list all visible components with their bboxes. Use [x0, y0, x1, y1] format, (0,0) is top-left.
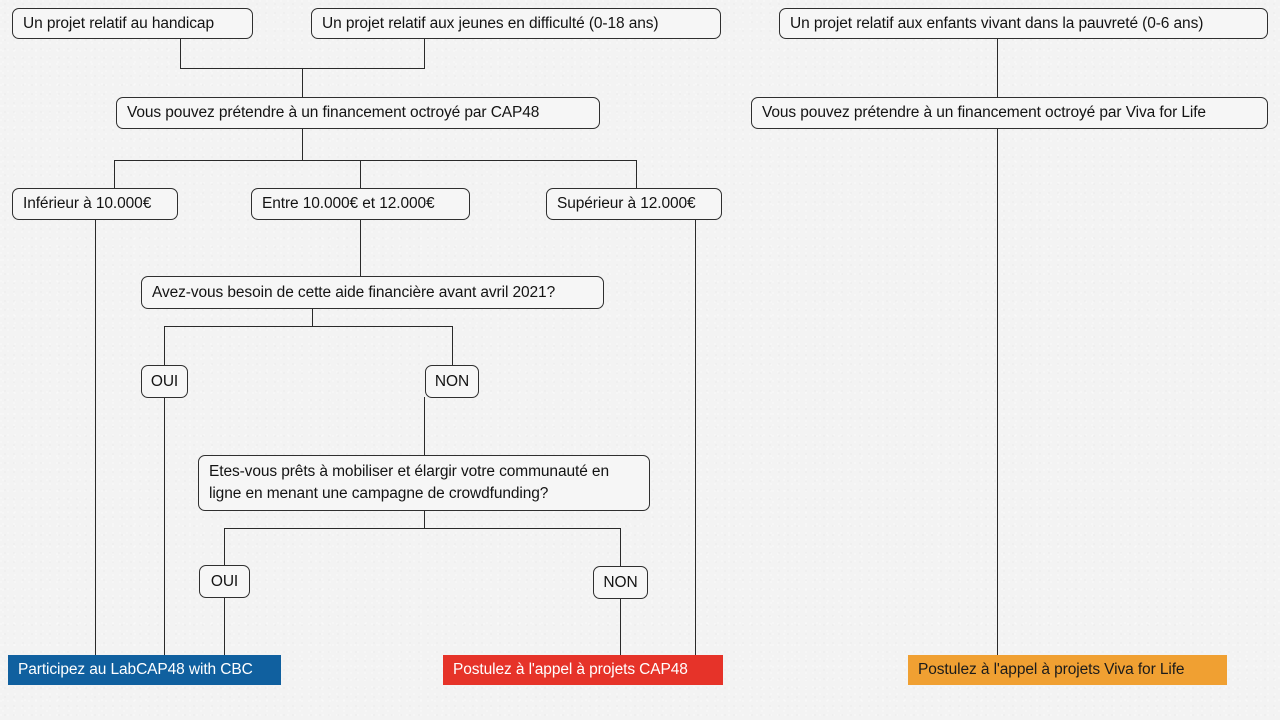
connector-merge-to-cap48 [302, 68, 303, 98]
node-label: Avez-vous besoin de cette aide financièr… [152, 283, 556, 301]
node-question-delai[interactable]: Avez-vous besoin de cette aide financièr… [141, 276, 604, 309]
node-question-crowdfunding[interactable]: Etes-vous prêts à mobiliser et élargir v… [198, 455, 650, 511]
node-label: Un projet relatif aux enfants vivant dan… [790, 14, 1204, 32]
result-label: Postulez à l'appel à projets CAP48 [453, 661, 688, 678]
node-financement-viva[interactable]: Vous pouvez prétendre à un financement o… [751, 97, 1268, 129]
node-label: OUI [150, 372, 179, 390]
node-montant-superieur[interactable]: Supérieur à 12.000€ [546, 188, 722, 220]
node-label: Vous pouvez prétendre à un financement o… [127, 104, 540, 122]
connector-question-delai-down [312, 308, 313, 326]
node-montant-inferieur[interactable]: Inférieur à 10.000€ [12, 188, 178, 220]
node-label: Vous pouvez prétendre à un financement o… [762, 104, 1206, 122]
connector-to-superieur [636, 160, 637, 188]
node-label: Supérieur à 12.000€ [557, 195, 696, 213]
node-label: Etes-vous prêts à mobiliser et élargir v… [209, 462, 609, 502]
connector-handicap-down [180, 38, 181, 68]
result-appel-cap48[interactable]: Postulez à l'appel à projets CAP48 [443, 655, 723, 685]
result-appel-viva[interactable]: Postulez à l'appel à projets Viva for Li… [908, 655, 1227, 685]
connector-crowdfunding-to-oui [224, 528, 225, 565]
connector-viva-to-appel-viva [997, 128, 998, 655]
connector-to-entre [360, 160, 361, 188]
result-label: Participez au LabCAP48 with CBC [18, 661, 253, 678]
node-label: NON [434, 372, 470, 390]
connector-inferieur-to-lab [95, 219, 96, 655]
node-start-jeunes[interactable]: Un projet relatif aux jeunes en difficul… [311, 8, 721, 39]
connector-jeunes-down [424, 38, 425, 68]
node-label: Inférieur à 10.000€ [23, 195, 152, 213]
node-start-handicap[interactable]: Un projet relatif au handicap [12, 8, 253, 39]
connector-superieur-to-appel-cap48 [695, 219, 696, 655]
connector-delai-to-non [452, 326, 453, 365]
connector-delai-non-to-crowdfunding [424, 397, 425, 455]
connector-pauvrete-to-viva [997, 38, 998, 97]
connector-crowdfunding-to-non [620, 528, 621, 566]
connector-delai-oui-to-lab [164, 397, 165, 655]
connector-crowdfunding-down [424, 510, 425, 528]
node-label: Un projet relatif au handicap [23, 14, 214, 32]
connector-crowdfunding-oui-to-lab [224, 597, 225, 655]
node-financement-cap48[interactable]: Vous pouvez prétendre à un financement o… [116, 97, 600, 129]
node-label: NON [603, 573, 638, 591]
result-lab-cap48[interactable]: Participez au LabCAP48 with CBC [8, 655, 281, 685]
node-start-pauvrete[interactable]: Un projet relatif aux enfants vivant dan… [779, 8, 1268, 39]
node-montant-entre[interactable]: Entre 10.000€ et 12.000€ [251, 188, 470, 220]
connector-crowdfunding-split-bar [224, 528, 621, 529]
connector-cap48-down [302, 128, 303, 160]
connector-crowdfunding-non-to-appel-cap48 [620, 598, 621, 655]
connector-delai-split-bar [164, 326, 452, 327]
node-crowdfunding-non[interactable]: NON [593, 566, 648, 599]
connector-entre-to-question-delai [360, 219, 361, 276]
node-delai-oui[interactable]: OUI [141, 365, 188, 398]
node-delai-non[interactable]: NON [425, 365, 479, 398]
node-label: Un projet relatif aux jeunes en difficul… [322, 14, 659, 32]
result-label: Postulez à l'appel à projets Viva for Li… [918, 661, 1185, 678]
connector-amount-split-bar [114, 160, 637, 161]
node-label: OUI [210, 572, 239, 590]
node-label: Entre 10.000€ et 12.000€ [262, 195, 435, 213]
node-crowdfunding-oui[interactable]: OUI [199, 565, 250, 598]
connector-delai-to-oui [164, 326, 165, 365]
connector-to-inferieur [114, 160, 115, 188]
